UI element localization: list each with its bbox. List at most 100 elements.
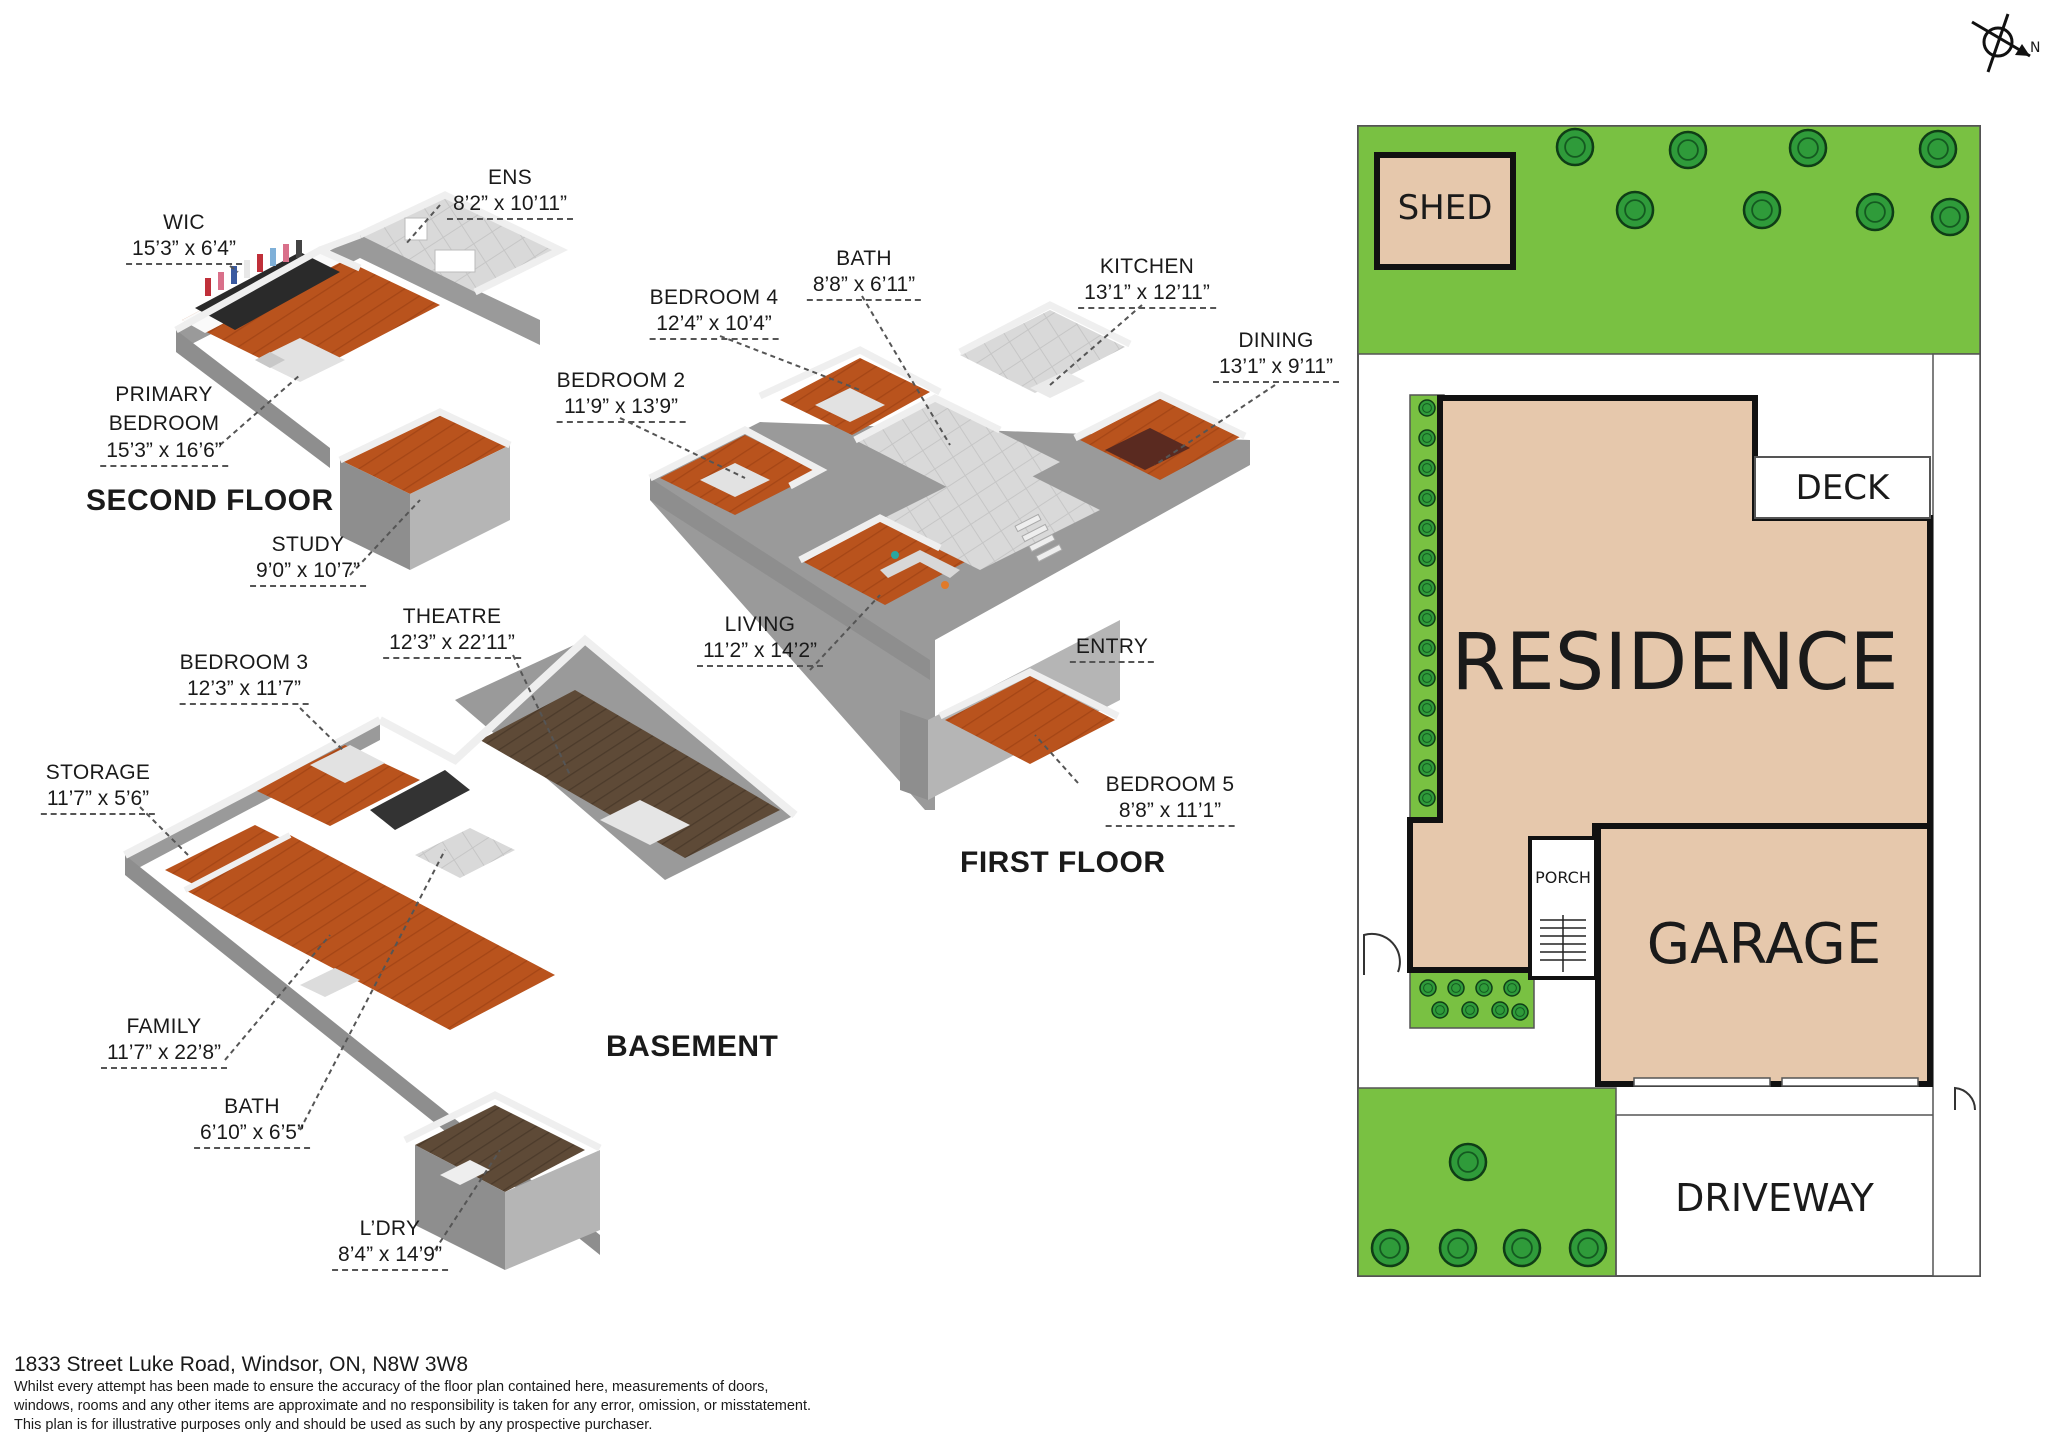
room-label-bedroom-5: BEDROOM 5 8’8” x 11’1” (1105, 772, 1235, 827)
room-label-bedroom-2: BEDROOM 2 11’9” x 13’9” (556, 368, 686, 423)
tree-icon (1418, 489, 1436, 507)
tree-icon (1418, 789, 1436, 807)
tree-canopy-ring (1435, 1005, 1445, 1015)
bed-4 (815, 388, 885, 422)
tree-canopy-ring (1447, 1237, 1469, 1259)
property-address: 1833 Street Luke Road, Windsor, ON, N8W … (14, 1353, 469, 1376)
tree-icon (1491, 1001, 1509, 1019)
tree-canopy-ring (1457, 1151, 1479, 1173)
sectional-sofa (600, 800, 690, 845)
tree-icon (1742, 190, 1782, 230)
porch-steps (1540, 915, 1586, 972)
study-floor (340, 412, 510, 494)
tree-canopy-ring (1797, 137, 1819, 159)
basement-bath-floor (415, 828, 515, 878)
tree-icon (1418, 549, 1436, 567)
hall-dark-floor (370, 770, 470, 830)
tree-canopy-ring (1379, 1237, 1401, 1259)
room-dimensions: 8’2” x 10’11” (446, 191, 574, 220)
tree-icon (1615, 190, 1655, 230)
room-dimensions: 12’3” x 11’7” (179, 676, 309, 705)
room-name: THEATRE (402, 605, 502, 628)
laundry-floor (415, 1105, 585, 1192)
tree-canopy-ring (1422, 493, 1432, 503)
family-floor (185, 835, 555, 1030)
trees (1370, 127, 1970, 1268)
kitchen-floor (960, 310, 1125, 393)
room-name: WIC (163, 211, 205, 234)
room-dimensions: 6’10” x 6’5” (194, 1120, 310, 1149)
tree-icon (1568, 1228, 1608, 1268)
garage-label: GARAGE (1646, 912, 1882, 977)
garage-door-left (1633, 1077, 1771, 1087)
bed-3 (310, 745, 385, 783)
second-floor-plan (174, 191, 569, 570)
room-label-bedroom-3: BEDROOM 3 12’3” x 11’7” (179, 650, 309, 705)
residence-label: RESIDENCE (1451, 618, 1899, 708)
room-dimensions: 11’7” x 22’8” (100, 1040, 228, 1069)
basement-plan (123, 634, 798, 1270)
room-name: ENS (487, 166, 533, 189)
tree-canopy-ring (1511, 1237, 1533, 1259)
tree-icon (1418, 609, 1436, 627)
room-name: ENTRY (1069, 634, 1155, 663)
tree-icon (1418, 639, 1436, 657)
room-dimensions: 13’1” x 12’11” (1078, 280, 1216, 309)
tree-canopy-ring (1864, 201, 1886, 223)
primary-bedroom-floor (182, 248, 440, 378)
room-dimensions: 9’0” x 10’7” (250, 558, 366, 587)
tree-icon (1502, 1228, 1542, 1268)
tree-icon (1448, 1142, 1488, 1182)
room-label-bath-first: BATH 8’8” x 6’11” (806, 246, 922, 301)
tree-canopy-ring (1422, 583, 1432, 593)
bedroom-5-floor (945, 676, 1115, 764)
kitchen-island (1030, 371, 1085, 398)
tree-canopy-ring (1451, 983, 1461, 993)
disclaimer-line-1: Whilst every attempt has been made to en… (14, 1379, 769, 1395)
tree-icon (1419, 979, 1437, 997)
room-dimensions: 8’8” x 11’1” (1105, 798, 1235, 827)
room-dimensions: 13’1” x 9’11” (1212, 354, 1340, 383)
garage-footprint (1595, 823, 1933, 1087)
room-name: STORAGE (45, 761, 151, 784)
tree-icon (1668, 130, 1708, 170)
washer-dryer (440, 1160, 490, 1185)
tree-icon (1418, 759, 1436, 777)
room-label-kitchen: KITCHEN 13’1” x 12’11” (1078, 254, 1216, 309)
room-dimensions: 12’3” x 22’11” (383, 630, 521, 659)
second-floor-title: SECOND FLOOR (86, 484, 334, 517)
disclaimer-line-3: This plan is for illustrative purposes o… (14, 1417, 653, 1433)
tree-canopy-ring (1624, 199, 1646, 221)
bed-2 (700, 463, 770, 497)
tree-canopy-ring (1422, 643, 1432, 653)
basement-title: BASEMENT (606, 1030, 779, 1063)
tree-canopy-ring (1495, 1005, 1505, 1015)
tree-icon (1503, 979, 1521, 997)
tree-icon (1418, 429, 1436, 447)
tree-icon (1788, 128, 1828, 168)
compass-north-label: N (2030, 40, 2041, 56)
tree-canopy-ring (1422, 463, 1432, 473)
room-label-theatre: THEATRE 12’3” x 22’11” (383, 604, 521, 659)
room-label-study: STUDY 9’0” x 10’7” (250, 532, 366, 587)
room-dimensions: 11’2” x 14’2” (696, 638, 824, 667)
room-name: BATH (836, 247, 892, 270)
deck (1754, 456, 1931, 519)
tree-icon (1370, 1228, 1410, 1268)
bed (255, 338, 345, 382)
room-name: LIVING (724, 613, 796, 636)
bathtub (434, 249, 476, 273)
room-name: BATH (224, 1095, 280, 1118)
tree-canopy-ring (1927, 138, 1949, 160)
tree-canopy-ring (1422, 553, 1432, 563)
room-name: BEDROOM 3 (179, 651, 309, 674)
tree-icon (1418, 459, 1436, 477)
tree-icon (1855, 192, 1895, 232)
room-dimensions: 11’7” x 5’6” (40, 786, 156, 815)
driveway-label: DRIVEWAY (1675, 1176, 1874, 1220)
theatre-floor (480, 690, 780, 858)
room-name: BEDROOM 4 (649, 286, 779, 309)
deck-label: DECK (1795, 468, 1890, 508)
first-floor-plan (648, 301, 1250, 810)
room-label-family: FAMILY 11’7” x 22’8” (100, 1014, 228, 1069)
